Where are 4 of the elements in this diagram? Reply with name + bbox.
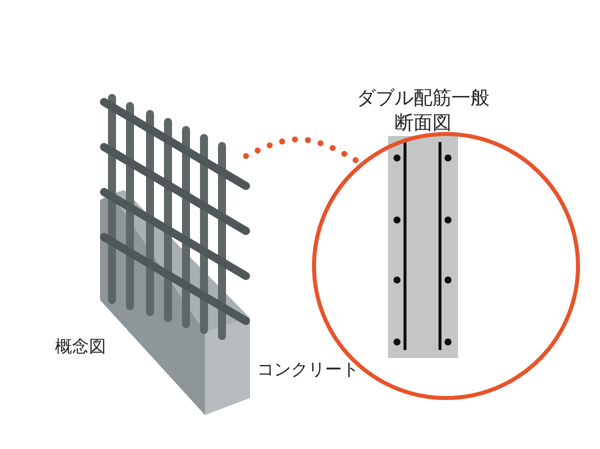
section-title: ダブル配筋一般断面図 xyxy=(356,86,490,136)
caption-label: コンクリート xyxy=(257,359,359,381)
dotted-connector xyxy=(243,136,359,164)
caption-label: 概念図 xyxy=(55,336,106,358)
